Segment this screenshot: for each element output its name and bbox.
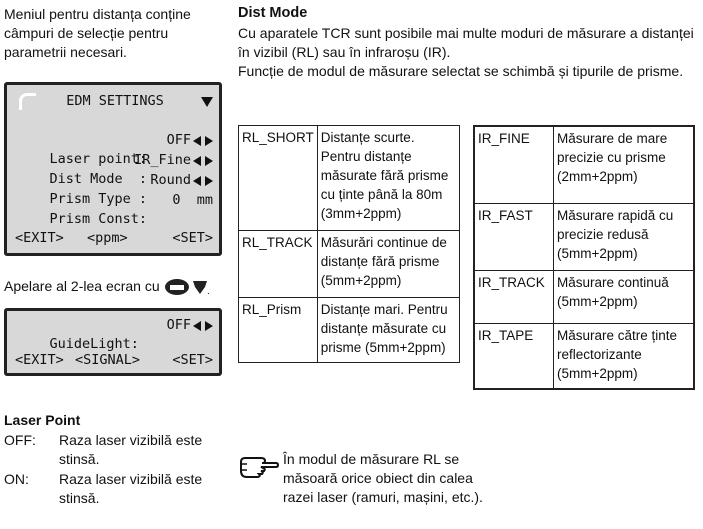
laser-point-row[interactable]: Laser point: OFF (17, 131, 213, 167)
screen-corner-decoration (19, 93, 36, 110)
table-row: RL_SHORT Distanțe scurte. Pentru distanț… (238, 125, 461, 231)
mode-cell: IR_TAPE (473, 323, 554, 390)
softkey-bar: <EXIT> <SIGNAL> <SET> (15, 351, 213, 369)
laser-off-key: OFF: (4, 432, 36, 448)
laser-on-item: ON: Raza laser vizibilă este stinsă. (4, 470, 224, 510)
mode-cell: IR_TRACK (473, 270, 554, 324)
dist-mode-para1: Cu aparatele TCR sunt posibile mai multe… (238, 25, 694, 60)
prism-type-label: Prism Type : (49, 191, 148, 207)
dist-mode-label: Dist Mode : (49, 171, 148, 187)
second-screen-caption: Apelare al 2-lea ecran cu . (4, 278, 210, 296)
signal-softkey[interactable]: <SIGNAL> (75, 352, 141, 368)
guidelight-label: GuideLight: (49, 336, 139, 352)
edm-settings-screen: EDM SETTINGS Laser point: OFF Dist Mode … (4, 82, 222, 256)
mode-cell: RL_TRACK (238, 230, 318, 298)
dist-mode-para2: Funcție de modul de măsurare selectat se… (238, 63, 684, 79)
softkey-bar: <EXIT> <ppm> <SET> (15, 229, 213, 247)
laser-off-desc: Raza laser vizibilă este stinsă. (59, 432, 203, 467)
ppm-softkey[interactable]: <ppm> (87, 230, 128, 246)
laser-off-item: OFF: Raza laser vizibilă este stinsă. (4, 431, 224, 471)
desc-cell: Distanțe scurte. Pentru distanțe măsurat… (316, 125, 461, 231)
screen-title: EDM SETTINGS (66, 93, 164, 109)
dist-mode-description: Cu aparatele TCR sunt posibile mai multe… (238, 24, 698, 81)
desc-cell: Măsurare de mare precizie cu prisme (2mm… (553, 125, 695, 204)
guidelight-value: OFF (166, 317, 191, 333)
table-row: IR_TAPE Măsurare către ținte reflectoriz… (473, 323, 695, 390)
prism-const-row[interactable]: Prism Const: 0 mm (17, 191, 213, 227)
table-row: IR_TRACK Măsurare continuă (5mm+2ppm) (473, 270, 695, 324)
guidelight-row[interactable]: GuideLight: OFF (17, 316, 213, 352)
intro-text: Meniul pentru distanța conține câmpuri d… (4, 6, 191, 60)
laser-on-key: ON: (4, 471, 29, 487)
shift-key-icon: . (164, 279, 210, 296)
ir-modes-table: IR_FINE Măsurare de mare precizie cu pri… (473, 125, 695, 390)
svg-text:.: . (207, 286, 210, 296)
prism-type-value: Round (150, 172, 191, 188)
mode-cell: RL_SHORT (238, 125, 318, 231)
table-row: IR_FINE Măsurare de mare precizie cu pri… (473, 125, 695, 204)
note-text: În modul de măsurare RL se măsoară orice… (283, 451, 483, 505)
prism-type-row[interactable]: Prism Type : Round (17, 171, 213, 207)
left-right-arrows-icon[interactable] (193, 136, 213, 146)
dist-mode-row[interactable]: Dist Mode : IR_Fine (17, 151, 213, 187)
desc-cell: Măsurări continue de distanțe fără prism… (316, 230, 461, 298)
desc-cell: Măsurare continuă (5mm+2ppm) (553, 270, 695, 324)
left-right-arrows-icon[interactable] (193, 321, 213, 331)
second-screen-caption-text: Apelare al 2-lea ecran cu (4, 278, 160, 294)
left-right-arrows-icon[interactable] (193, 176, 213, 186)
prism-const-label: Prism Const: (49, 211, 148, 227)
rl-modes-table: RL_SHORT Distanțe scurte. Pentru distanț… (238, 125, 461, 363)
mode-cell: RL_Prism (238, 297, 318, 363)
exit-softkey[interactable]: <EXIT> (15, 352, 64, 368)
exit-softkey[interactable]: <EXIT> (15, 230, 64, 246)
mode-cell: IR_FAST (473, 203, 554, 271)
laser-on-desc: Raza laser vizibilă este stinsă. (59, 471, 203, 506)
mode-cell: IR_FINE (473, 125, 554, 204)
desc-cell: Măsurare către ținte reflectorizante (5m… (553, 323, 695, 390)
laser-point-heading: Laser Point (4, 412, 81, 428)
dist-mode-heading: Dist Mode (238, 5, 308, 21)
dist-mode-value: IR_Fine (134, 152, 191, 168)
desc-cell: Măsurare rapidă cu precizie redusă (5mm+… (553, 203, 695, 271)
table-row: RL_Prism Distanțe mari. Pentru distanțe … (238, 297, 461, 363)
pointing-hand-icon (240, 457, 279, 478)
table-row: IR_FAST Măsurare rapidă cu precizie redu… (473, 203, 695, 271)
laser-point-value: OFF (166, 132, 191, 148)
set-softkey[interactable]: <SET> (172, 230, 213, 246)
page-down-arrow-icon (201, 97, 213, 107)
left-right-arrows-icon[interactable] (193, 156, 213, 166)
laser-point-label: Laser point: (49, 151, 148, 167)
table-row: RL_TRACK Măsurări continue de distanțe f… (238, 230, 461, 298)
set-softkey[interactable]: <SET> (172, 352, 213, 368)
desc-cell: Distanțe mari. Pentru distanțe măsurate … (316, 297, 461, 363)
guidelight-screen: GuideLight: OFF <EXIT> <SIGNAL> <SET> (4, 308, 222, 376)
prism-const-value: 0 mm (172, 192, 213, 208)
